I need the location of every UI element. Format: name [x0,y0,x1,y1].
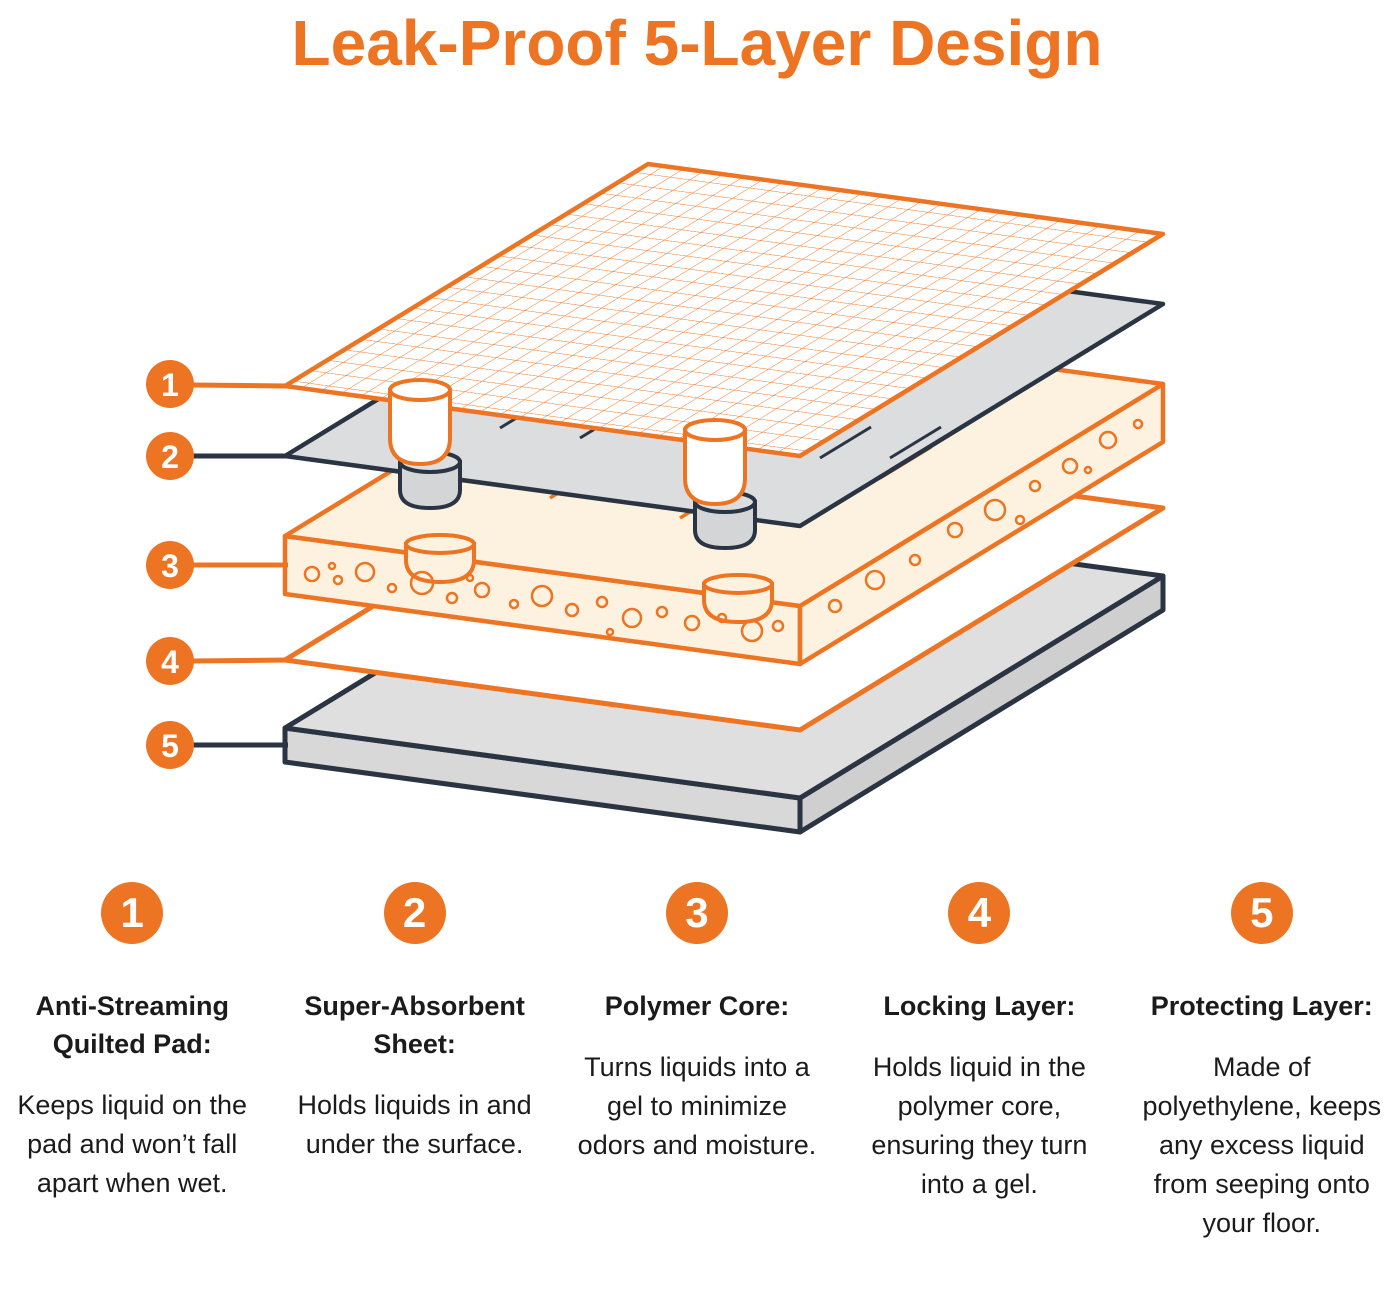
legend-2-badge: 2 [383,882,446,944]
legend-col-5: 5 Protecting Layer: Made of polyethylene… [1142,882,1382,1244]
callout-3-number: 3 [161,548,179,584]
callout-2: 2 [146,432,288,480]
callout-5-circle [146,721,194,769]
mesh-funnels [388,378,747,507]
callout-3: 3 [146,541,288,589]
exploded-layer-diagram: 1 2 3 4 5 [120,128,1200,840]
legend-3-badge: 3 [665,882,728,944]
callout-2-number: 2 [161,439,179,475]
legend-4-heading: Locking Layer: [883,991,1076,1021]
legend-2-heading: Super-Absorbent Sheet: [304,991,525,1059]
layer-legend: 1 Anti-Streaming Quilted Pad: Keeps liqu… [12,882,1382,1244]
legend-col-3: 3 Polymer Core: Turns liquids into a gel… [577,882,817,1244]
callout-1-circle [146,360,194,408]
legend-5-badge: 5 [1230,882,1293,944]
legend-2-description: Holds liquids in and under the surface. [297,1089,532,1159]
callout-4-circle [146,637,194,685]
callout-3-circle [146,541,194,589]
callout-1: 1 [146,360,289,408]
legend-1-badge: 1 [101,882,164,944]
layer-1-quilted-mesh [282,161,1166,507]
legend-5-description: Made of polyethylene, keeps any excess l… [1142,1051,1382,1239]
layer-diagram-svg: 1 2 3 4 5 [146,161,1166,835]
legend-4-badge: 4 [948,882,1011,944]
legend-col-2: 2 Super-Absorbent Sheet: Holds liquids i… [294,882,534,1244]
legend-1-heading: Anti-Streaming Quilted Pad: [35,991,229,1059]
callout-5: 5 [146,721,288,769]
legend-3-heading: Polymer Core: [604,991,790,1021]
legend-3-description: Turns liquids into a gel to minimize odo… [577,1051,817,1161]
legend-col-1: 1 Anti-Streaming Quilted Pad: Keeps liqu… [12,882,252,1244]
callout-5-number: 5 [161,728,179,764]
legend-1-description: Keeps liquid on the pad and won’t fall a… [17,1089,248,1198]
callout-4-number: 4 [161,644,179,680]
legend-col-4: 4 Locking Layer: Holds liquid in the pol… [859,882,1099,1244]
polymer-bubbles-side [827,418,1144,614]
callout-4: 4 [146,637,289,685]
polymer-bubbles-front [303,561,785,643]
legend-5-heading: Protecting Layer: [1150,991,1373,1021]
callout-2-circle [146,432,194,480]
legend-4-description: Holds liquid in the polymer core, ensuri… [871,1051,1088,1200]
callout-1-number: 1 [161,367,179,403]
page-title: Leak-Proof 5-Layer Design [291,7,1103,79]
